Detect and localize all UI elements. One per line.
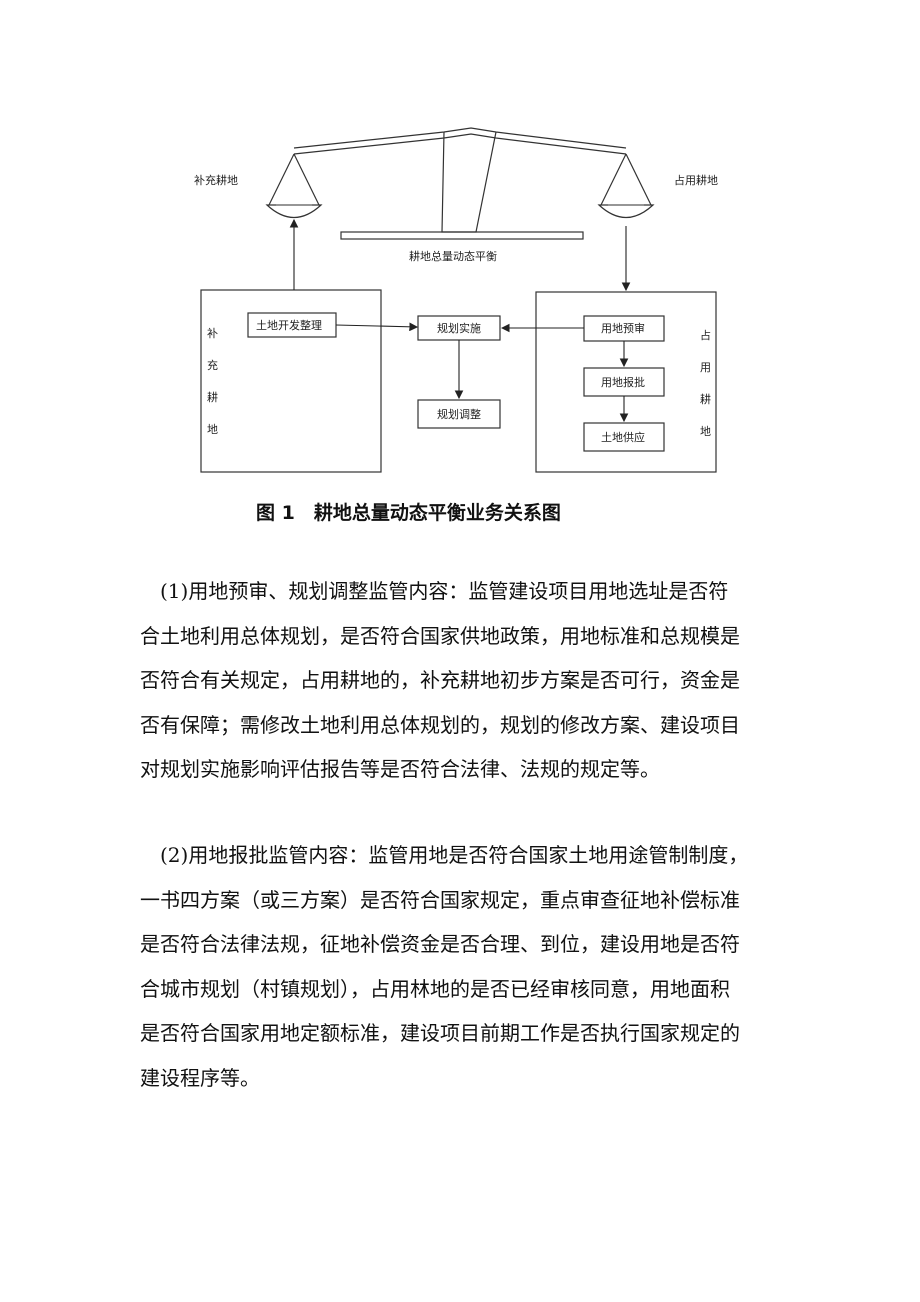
left-scale-label: 补充耕地	[194, 173, 238, 187]
right-outer-box	[535, 291, 717, 473]
left-outer-box	[200, 289, 382, 473]
svg-text:规划调整: 规划调整	[437, 407, 481, 421]
svg-text:用地报批: 用地报批	[601, 375, 645, 389]
node-land-development: 土地开发整理	[247, 312, 337, 338]
paragraph-line: 否有保障；需修改土地利用总体规划的，规划的修改方案、建设项目	[140, 712, 740, 737]
beam-caption: 耕地总量动态平衡	[409, 249, 497, 263]
paragraph-line: (2)用地报批监管内容：监管用地是否符合国家土地用途管制制度，	[160, 843, 749, 867]
paragraph-line: (1)用地预审、规划调整监管内容：监管建设项目用地选址是否符	[160, 579, 729, 603]
svg-text:规划实施: 规划实施	[437, 321, 481, 335]
left-box-vertical-label: 补 充 耕 地	[207, 327, 218, 436]
svg-text:充: 充	[207, 358, 218, 372]
svg-text:用: 用	[700, 361, 711, 374]
paragraph-line: 建设程序等。	[140, 1065, 260, 1090]
node-land-pre-review: 用地预审	[583, 315, 665, 342]
node-land-supply: 土地供应	[583, 422, 665, 452]
paragraph-line: 一书四方案（或三方案）是否符合国家规定，重点审查征地补偿标准	[140, 887, 740, 912]
flow-arrows	[289, 218, 631, 423]
paragraph-1: (1)用地预审、规划调整监管内容：监管建设项目用地选址是否符 合土地利用总体规划…	[140, 569, 785, 792]
right-box-vertical-label: 占 用 耕 地	[700, 328, 711, 438]
paragraph-line: 是否符合国家用地定额标准，建设项目前期工作是否执行国家规定的	[140, 1021, 740, 1046]
paragraph-2: (2)用地报批监管内容：监管用地是否符合国家土地用途管制制度， 一书四方案（或三…	[140, 833, 785, 1101]
paragraph-line: 对规划实施影响评估报告等是否符合法律、法规的规定等。	[140, 757, 660, 782]
svg-text:地: 地	[207, 423, 218, 436]
paragraph-line: 合城市规划（村镇规划），占用林地的是否已经审核同意，用地面积	[140, 976, 730, 1001]
svg-text:耕: 耕	[207, 390, 218, 404]
node-plan-adjustment: 规划调整	[417, 399, 501, 429]
svg-text:土地开发整理: 土地开发整理	[256, 318, 322, 332]
svg-text:占: 占	[700, 328, 711, 342]
paragraph-line: 是否符合法律法规，征地补偿资金是否合理、到位，建设用地是否符	[140, 932, 740, 957]
paragraph-line: 合土地利用总体规划，是否符合国家供地政策，用地标准和总规模是	[140, 623, 740, 648]
svg-text:土地供应: 土地供应	[601, 430, 645, 444]
balance-diagram-figure: 补充耕地 占用耕地 耕地总量动态平衡 补 充 耕 地 占 用 耕 地 土地开发整…	[166, 120, 756, 540]
node-plan-implementation: 规划实施	[417, 315, 501, 341]
svg-text:地: 地	[700, 425, 711, 438]
node-land-approval: 用地报批	[583, 367, 665, 397]
right-scale-label: 占用耕地	[674, 173, 718, 187]
figure-caption: 图 1 耕地总量动态平衡业务关系图	[256, 501, 561, 524]
svg-text:耕: 耕	[700, 392, 711, 406]
paragraph-line: 否符合有关规定，占用耕地的，补充耕地初步方案是否可行，资金是	[140, 668, 740, 693]
svg-text:用地预审: 用地预审	[601, 321, 645, 335]
svg-text:补: 补	[207, 327, 218, 340]
balance-scale-icon	[265, 127, 655, 240]
